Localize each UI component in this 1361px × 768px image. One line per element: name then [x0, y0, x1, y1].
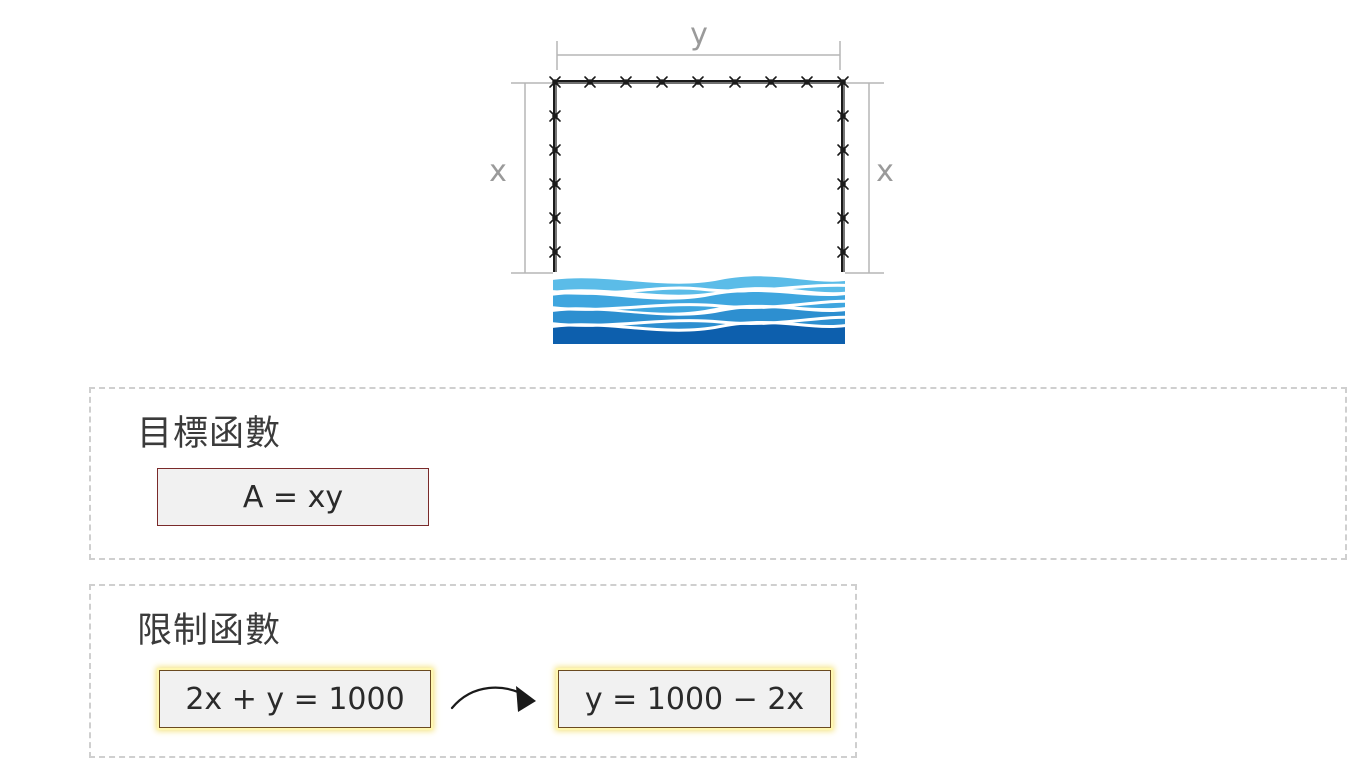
left-side-label: x — [489, 154, 507, 189]
top-side-label: y — [690, 17, 708, 52]
dimension-lines — [511, 41, 884, 274]
right-side-label: x — [876, 154, 894, 189]
arrow-right-icon — [450, 686, 536, 712]
objective-panel: 目標函數 A = xy — [89, 387, 1347, 560]
objective-formula: A = xy — [157, 468, 429, 526]
water — [553, 272, 845, 344]
fence-diagram: y x x — [489, 17, 894, 344]
solved-formula: y = 1000 − 2x — [558, 670, 831, 728]
constraint-panel: 限制函數 2x + y = 1000 y = 1000 − 2x — [89, 584, 857, 758]
objective-title: 目標函數 — [137, 414, 282, 454]
constraint-title: 限制函數 — [137, 611, 282, 651]
barbed-wire-fence — [549, 76, 849, 275]
constraint-formula: 2x + y = 1000 — [159, 670, 431, 728]
